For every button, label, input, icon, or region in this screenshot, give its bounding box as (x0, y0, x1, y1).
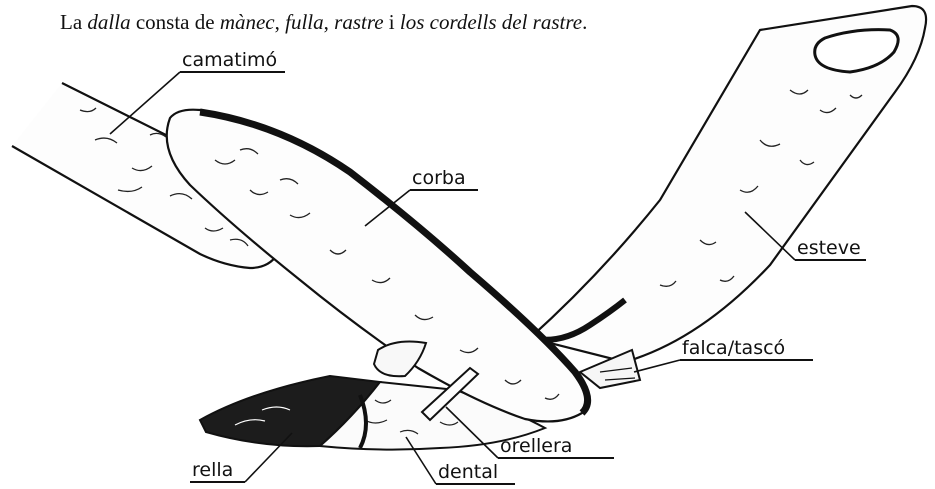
label-dental: dental (438, 461, 498, 483)
label-falca-tasco: falca/tascó (682, 337, 785, 359)
label-rella: rella (192, 459, 233, 481)
label-orellera: orellera (500, 435, 572, 457)
label-esteve: esteve (797, 237, 861, 259)
label-corba: corba (412, 167, 466, 189)
label-camatimo: camatimó (182, 49, 277, 71)
esteve-handle (530, 6, 926, 362)
